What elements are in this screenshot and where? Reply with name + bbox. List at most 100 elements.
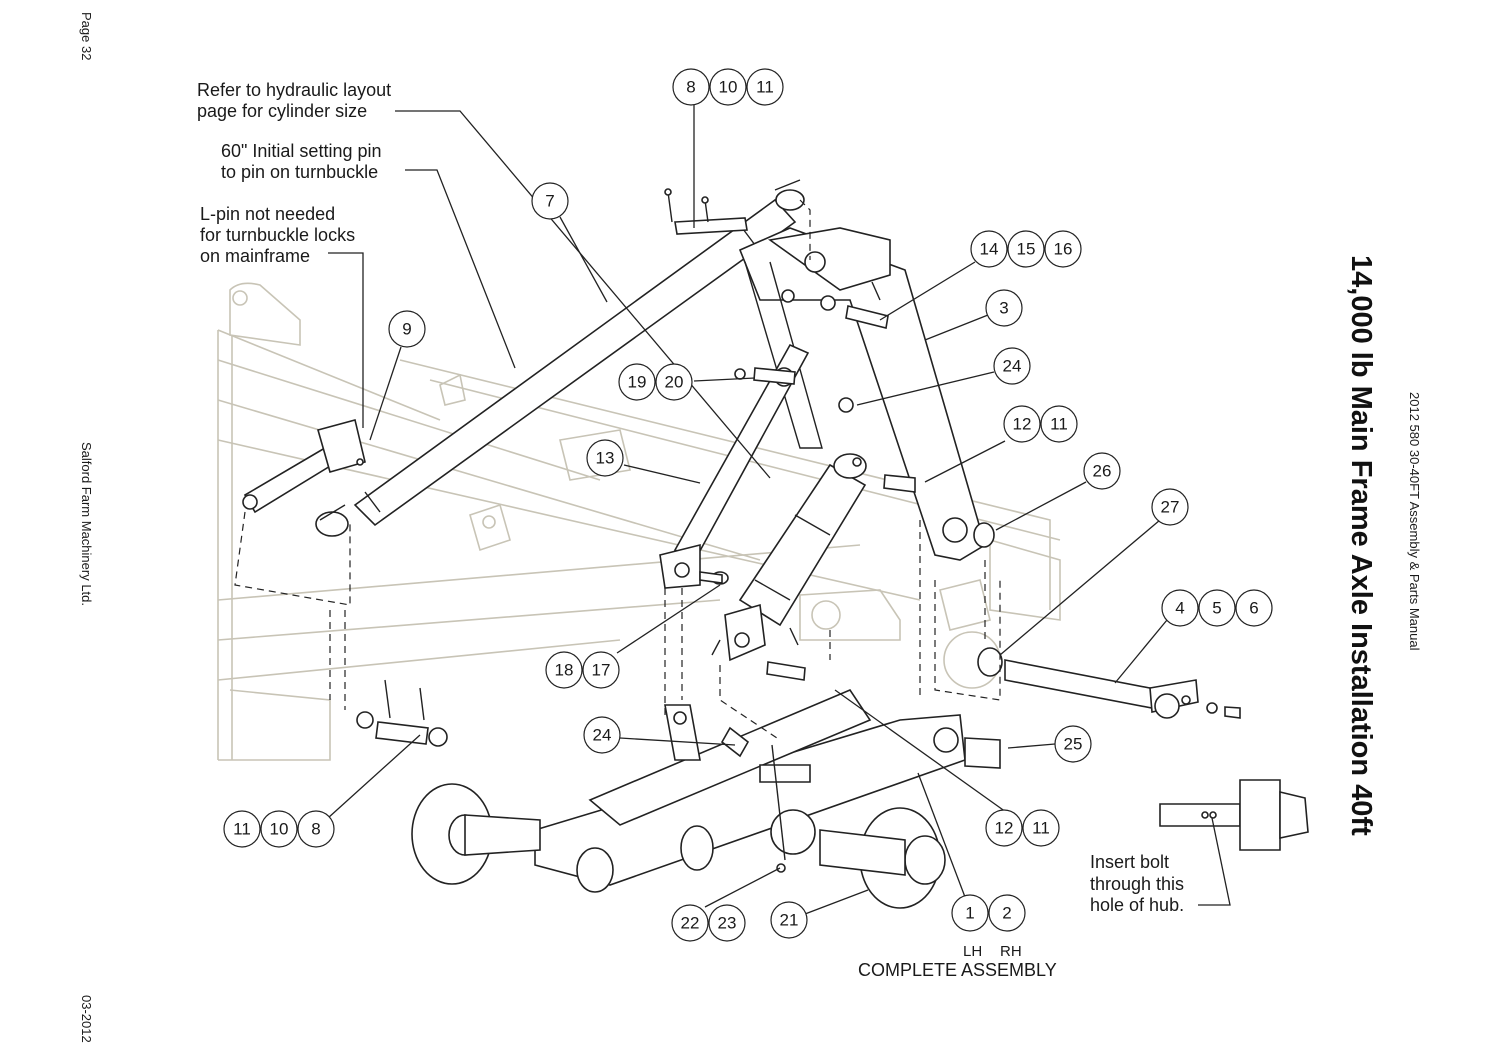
callout-number: 11 bbox=[233, 820, 251, 839]
callout-bubble bbox=[388, 310, 426, 348]
callout-bubble bbox=[582, 651, 620, 689]
callout-bubble bbox=[951, 894, 989, 932]
callout-bushing-low: 24 bbox=[583, 716, 621, 754]
callout-number: 7 bbox=[545, 192, 554, 211]
walking-beam-axle bbox=[534, 689, 1001, 893]
callout-number: 20 bbox=[665, 373, 684, 392]
callout-bubble bbox=[1007, 230, 1045, 268]
callout-bubble bbox=[709, 68, 747, 106]
callout-number: 17 bbox=[592, 661, 611, 680]
callout-link: 13 bbox=[586, 439, 624, 477]
turnbuckle bbox=[315, 179, 805, 537]
callout-number: 9 bbox=[402, 320, 411, 339]
cylinder-pin bbox=[734, 367, 796, 385]
bottom-pin bbox=[356, 679, 448, 747]
callout-bubble bbox=[1235, 589, 1273, 627]
callout-number: 10 bbox=[719, 78, 738, 97]
callout-number: 5 bbox=[1212, 599, 1221, 618]
callout-turnbuckle: 7 bbox=[531, 182, 569, 220]
note-insert-bolt: Insert bolt through this hole of hub. bbox=[1090, 852, 1184, 915]
callout-number: 8 bbox=[686, 78, 695, 97]
callout-bubble bbox=[531, 182, 569, 220]
mainframe-outline bbox=[217, 282, 1061, 761]
turnbuckle-lock bbox=[242, 419, 366, 514]
note-line: to pin on turnbuckle bbox=[221, 162, 378, 182]
callout-number: 24 bbox=[593, 726, 612, 745]
complete-assembly-label: COMPLETE ASSEMBLY bbox=[858, 960, 1057, 980]
callout-bubble bbox=[770, 901, 808, 939]
lh-label: LH bbox=[963, 943, 982, 960]
callout-number: 11 bbox=[1050, 415, 1068, 434]
callout-bubble bbox=[1083, 452, 1121, 490]
callout-number: 1 bbox=[965, 904, 974, 923]
callout-number: 2 bbox=[1002, 904, 1011, 923]
note-line: Insert bolt bbox=[1090, 852, 1169, 872]
callout-number: 26 bbox=[1093, 462, 1112, 481]
hydraulic-cylinder bbox=[711, 453, 867, 662]
callout-bubble bbox=[1161, 589, 1199, 627]
callout-number: 25 bbox=[1064, 735, 1083, 754]
callout-bubble bbox=[1198, 589, 1236, 627]
callout-number: 14 bbox=[980, 240, 999, 259]
callout-number: 10 bbox=[270, 820, 289, 839]
right-hub bbox=[819, 807, 946, 909]
note-line: 60" Initial setting pin bbox=[221, 141, 382, 161]
callout-bubble bbox=[297, 810, 335, 848]
callout-bubble bbox=[260, 810, 298, 848]
callout-bubble bbox=[708, 904, 746, 942]
callout-bubble bbox=[1040, 405, 1078, 443]
callout-number: 12 bbox=[1013, 415, 1032, 434]
note-line: page for cylinder size bbox=[197, 101, 367, 121]
callout-bubble bbox=[586, 439, 624, 477]
page-number: Page 32 bbox=[79, 12, 94, 60]
callout-bubble bbox=[545, 651, 583, 689]
callout-bubble bbox=[1151, 488, 1189, 526]
callout-bubble bbox=[988, 894, 1026, 932]
callout-number: 6 bbox=[1249, 599, 1258, 618]
company-name: Salford Farm Machinery Ltd. bbox=[79, 442, 94, 606]
callout-bubble bbox=[1044, 230, 1082, 268]
note-line: hole of hub. bbox=[1090, 895, 1184, 915]
callout-arm: 3 bbox=[985, 289, 1023, 327]
mid-pins bbox=[699, 397, 995, 681]
callout-bubble bbox=[985, 289, 1023, 327]
left-hub bbox=[411, 783, 541, 885]
note-line: through this bbox=[1090, 874, 1184, 894]
assembly-guides bbox=[234, 199, 1001, 741]
callout-pin-mid: 12 11 bbox=[1003, 405, 1078, 443]
callout-bubble bbox=[671, 904, 709, 942]
callout-washer: 26 bbox=[1083, 452, 1121, 490]
note-setting-pin: 60" Initial setting pin to pin on turnbu… bbox=[221, 141, 382, 182]
note-hydraulic: Refer to hydraulic layout page for cylin… bbox=[197, 80, 391, 121]
leader-lines bbox=[327, 102, 1231, 915]
callout-number: 12 bbox=[995, 819, 1014, 838]
callout-bubble bbox=[618, 363, 656, 401]
manual-title: 2012 580 30-40FT Assembly & Parts Manual bbox=[1407, 392, 1422, 651]
note-line: for turnbuckle locks bbox=[200, 225, 355, 245]
callout-number: 18 bbox=[555, 661, 574, 680]
callout-number: 15 bbox=[1017, 240, 1036, 259]
callout-number: 11 bbox=[1032, 819, 1050, 838]
page-title: 14,000 lb Main Frame Axle Installation 4… bbox=[1345, 255, 1377, 836]
callout-bubble bbox=[746, 68, 784, 106]
callout-pin-low: 12 11 bbox=[985, 809, 1060, 847]
callout-bubble bbox=[655, 363, 693, 401]
note-lpin: L-pin not needed for turnbuckle locks on… bbox=[200, 204, 355, 266]
callout-number: 4 bbox=[1175, 599, 1184, 618]
callout-bushing-axle: 27 bbox=[1151, 488, 1189, 526]
callout-number: 24 bbox=[1003, 357, 1022, 376]
callout-hub: 21 bbox=[770, 901, 808, 939]
callout-number: 3 bbox=[999, 299, 1008, 318]
callout-sleeve: 25 bbox=[1054, 725, 1092, 763]
callout-bubble bbox=[583, 716, 621, 754]
bushing-pin-top bbox=[845, 281, 889, 329]
callout-axle-pin: 4 5 6 bbox=[1161, 589, 1273, 627]
callout-number: 11 bbox=[756, 78, 774, 97]
